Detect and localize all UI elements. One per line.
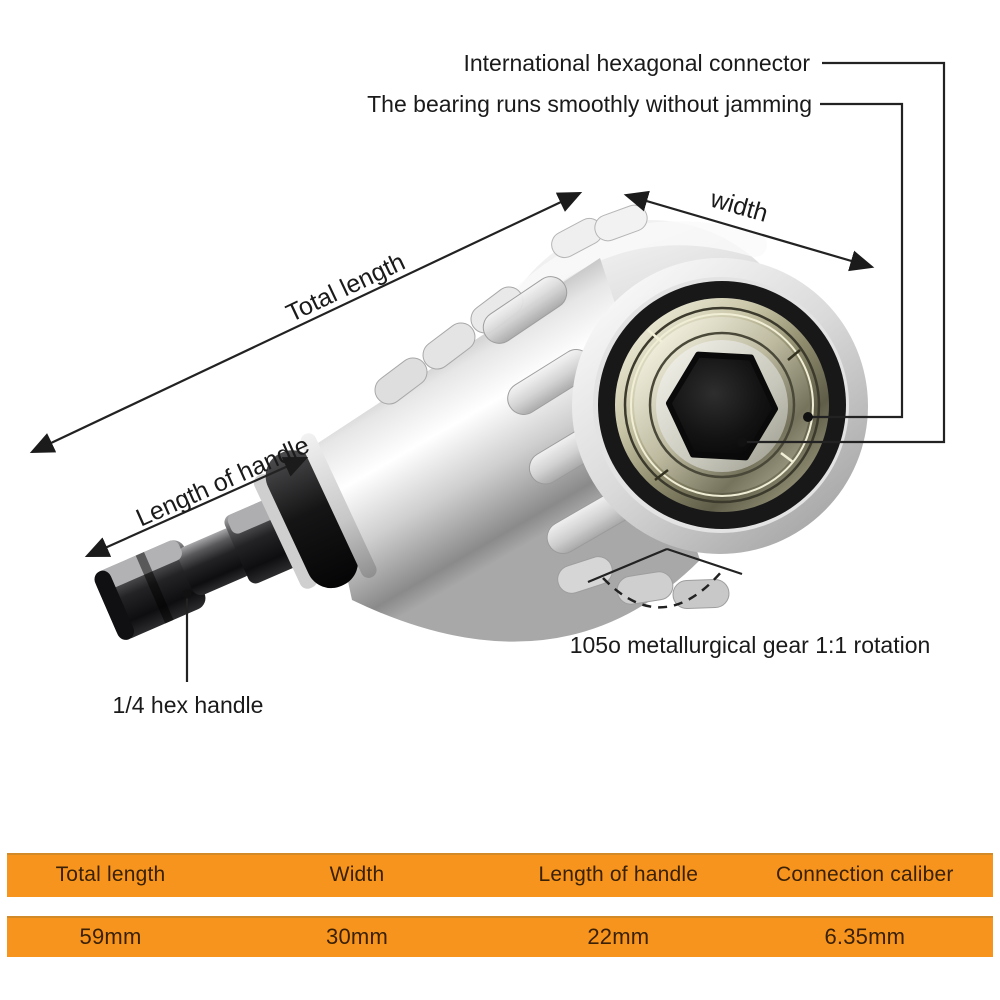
- callout-dot: [182, 589, 192, 599]
- spec-value-connection-caliber: 6.35mm: [824, 923, 906, 949]
- spec-header-length-of-handle: Length of handle: [538, 863, 699, 886]
- hex-socket: [665, 351, 779, 461]
- annotation-layer: [29, 61, 946, 682]
- callout-dot: [803, 412, 813, 422]
- collar-bright-ring: [300, 433, 377, 578]
- bearing-notch-mark: [780, 452, 794, 463]
- spec-value-total-length: 59mm: [79, 923, 142, 949]
- spec-header-total-length: Total length: [55, 863, 166, 886]
- spec-value-width: 30mm: [326, 923, 388, 949]
- bearing-notch-mark: [787, 349, 801, 361]
- bearing-seam-bright: [630, 313, 814, 497]
- spec-header-row: Total length Width Length of handle Conn…: [7, 853, 993, 897]
- angle-arc-dashed: [602, 570, 723, 609]
- drive-head-face: [572, 258, 868, 554]
- dim-total-length-arrow: [29, 191, 583, 454]
- callout-bearing-line: [808, 102, 904, 419]
- bearing-seam-inner: [648, 331, 796, 479]
- grip-groove: [672, 579, 730, 609]
- spec-header-connection-caliber: Connection caliber: [776, 863, 954, 886]
- label-bearing: The bearing runs smoothly without jammin…: [367, 91, 812, 117]
- dim-width-arrow: [623, 190, 875, 272]
- bearing-notch-mark: [647, 329, 663, 343]
- callout-dot: [737, 437, 747, 447]
- angle-ray-right: [666, 547, 743, 576]
- label-rotation: 105o metallurgical gear 1:1 rotation: [570, 632, 931, 658]
- spec-header-width: Width: [329, 863, 385, 886]
- dim-handle-arrow: [84, 456, 309, 558]
- grip-groove: [557, 556, 613, 594]
- label-hex-connector: International hexagonal connector: [463, 50, 810, 76]
- spec-table: Total length Width Length of handle Conn…: [7, 853, 993, 957]
- angle-ray-left: [587, 547, 668, 584]
- label-total-length: Total length: [282, 248, 410, 328]
- callout-hex-connector-line: [742, 61, 946, 444]
- bearing-seam-outer: [623, 306, 821, 504]
- hex-socket-opening: [665, 351, 779, 461]
- bearing-notch-mark: [654, 469, 669, 481]
- label-hex-handle: 1/4 hex handle: [113, 692, 264, 718]
- hex-shank-tip-chamfer: [94, 570, 135, 640]
- spec-value-length-of-handle: 22mm: [587, 923, 650, 949]
- spec-value-row: 59mm 30mm 22mm 6.35mm: [7, 916, 993, 957]
- grip-grooves-bottom: [557, 556, 730, 609]
- shank-circlip-groove: [135, 552, 174, 624]
